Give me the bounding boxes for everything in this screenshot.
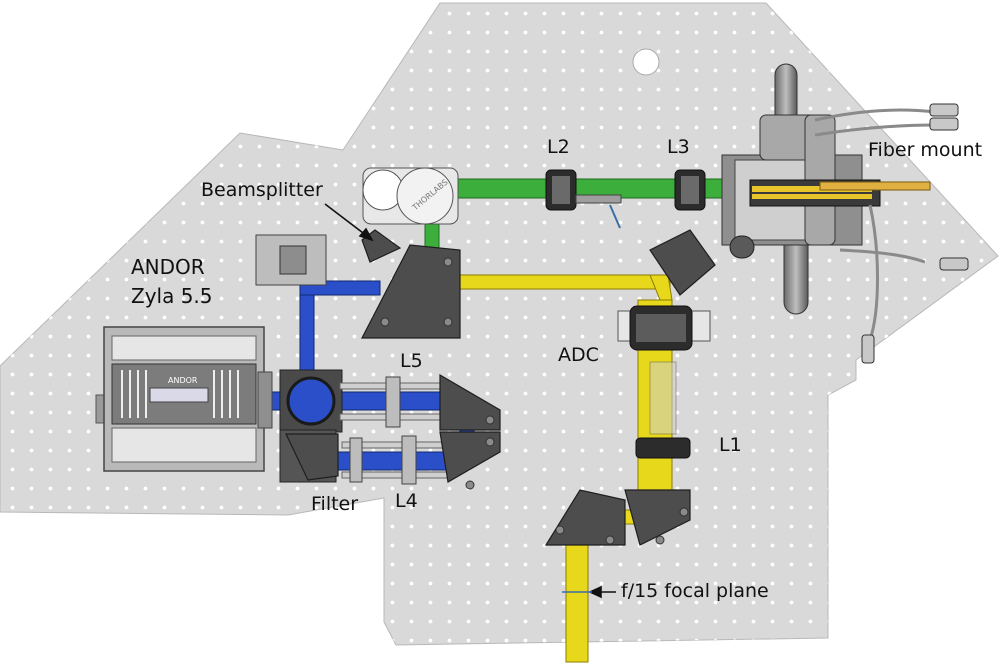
camera-brand-text: ANDOR (168, 376, 198, 385)
yellow-beam-output (565, 539, 589, 663)
label-l2: L2 (547, 136, 570, 158)
label-camera-line1: ANDOR (131, 255, 205, 279)
lens-rails (339, 376, 453, 485)
label-filter: Filter (311, 493, 359, 515)
fiber-connectors (861, 103, 969, 364)
label-adc: ADC (558, 344, 599, 366)
mirror-mount-lower-left (544, 489, 626, 546)
label-camera-line2: Zyla 5.5 (131, 284, 213, 308)
label-l5: L5 (400, 350, 423, 372)
label-fiber-mount: Fiber mount (868, 139, 983, 161)
label-focal-plane: f/15 focal plane (621, 580, 769, 602)
fold-mirror-mount (649, 229, 716, 296)
fiber-mount (721, 63, 931, 315)
andor-camera: ANDOR (95, 326, 273, 472)
label-l4: L4 (395, 490, 418, 512)
l3-lens-mount (674, 169, 706, 211)
mounting-hole (632, 48, 660, 76)
l4-lens-mount (401, 435, 417, 485)
label-beamsplitter: Beamsplitter (201, 179, 323, 201)
l2-lens-mount (545, 169, 622, 229)
l1-lens-mount (635, 361, 691, 459)
mirror-mount-lower-right (624, 489, 691, 546)
blue-beam-vertical (299, 282, 315, 384)
label-l3: L3 (667, 136, 690, 158)
l5-lens-mount (385, 376, 401, 428)
breadboard (0, 2, 999, 646)
mirror-mount-l5 (439, 373, 501, 431)
fiber-cables (814, 108, 936, 341)
mirror-mount-l4 (439, 431, 501, 483)
beamsplitter-mount-round: THORLABS (362, 167, 459, 225)
mirror-mounts (285, 229, 716, 546)
beamsplitter-mount (361, 244, 461, 339)
label-l1: L1 (719, 434, 742, 456)
adc-unit (617, 305, 711, 351)
annotation-arrows (324, 203, 616, 599)
